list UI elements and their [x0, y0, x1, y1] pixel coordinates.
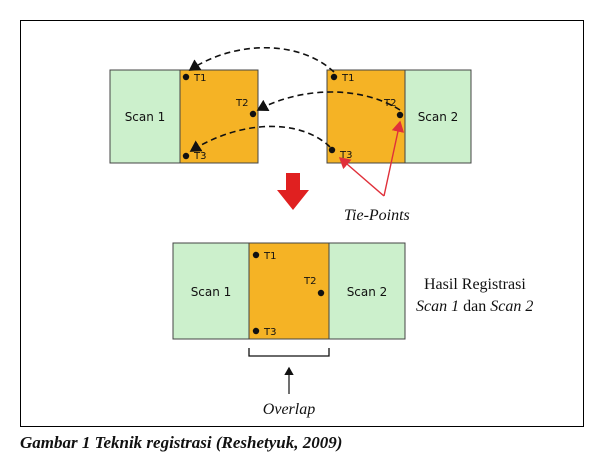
bottom-merged-group: Scan 1 Scan 2 T1 T2 T3 — [172, 242, 406, 340]
top-right-point-t1 — [330, 73, 338, 81]
bottom-overlap — [248, 242, 330, 340]
tie-points-pointer-t3 — [338, 157, 385, 197]
top-right-point-t2 — [396, 111, 404, 119]
overlap-label: Overlap — [263, 401, 315, 418]
overlap-bracket — [248, 348, 330, 357]
result-and: dan — [463, 298, 486, 315]
figure-caption: Gambar 1 Teknik registrasi (Reshetyuk, 2… — [20, 433, 343, 452]
bottom-scan2-label: Scan 2 — [347, 285, 388, 299]
bottom-point-t1 — [252, 251, 260, 259]
top-scan2-label: Scan 2 — [418, 110, 459, 124]
result-scan1: Scan 1 — [416, 298, 459, 315]
top-scan1-area — [109, 69, 181, 164]
bottom-scan2-area — [328, 242, 406, 340]
top-left-point-t3 — [182, 152, 190, 160]
top-left-point-t2 — [249, 110, 257, 118]
top-right-point-t1-label: T1 — [341, 73, 354, 84]
result-title: Hasil Registrasi — [424, 276, 526, 293]
bottom-scan1-area — [172, 242, 250, 340]
top-scan2-group: Scan 2 T1 T2 T3 — [326, 69, 472, 164]
tie-arrow-t3 — [189, 125, 331, 152]
top-scan1-group: Scan 1 T1 T2 T3 — [109, 69, 259, 164]
down-arrow-icon — [277, 173, 309, 210]
top-left-point-t3-label: T3 — [193, 151, 206, 162]
result-subtitle: Scan 1 dan Scan 2 — [416, 298, 533, 315]
bottom-point-t2-label: T2 — [303, 276, 316, 287]
top-right-point-t3 — [328, 146, 336, 154]
bottom-scan1-label: Scan 1 — [191, 285, 232, 299]
bottom-point-t3 — [252, 327, 260, 335]
bottom-point-t3-label: T3 — [263, 327, 276, 338]
top-left-point-t1-label: T1 — [193, 73, 206, 84]
bottom-point-t2 — [317, 289, 325, 297]
top-right-point-t3-label: T3 — [339, 150, 352, 161]
top-scan1-overlap — [179, 69, 259, 164]
top-scan2-area — [404, 69, 472, 164]
top-left-point-t2-label: T2 — [235, 98, 248, 109]
top-scan1-label: Scan 1 — [125, 110, 166, 124]
result-scan2: Scan 2 — [490, 298, 533, 315]
bottom-point-t1-label: T1 — [263, 251, 276, 262]
tie-arrow-t2 — [256, 91, 401, 112]
tie-points-label: Tie-Points — [344, 207, 410, 224]
top-left-point-t1 — [182, 73, 190, 81]
tie-arrow-t1 — [188, 47, 335, 73]
tie-points-pointer-t2 — [383, 120, 405, 197]
top-scan2-overlap — [326, 69, 406, 164]
